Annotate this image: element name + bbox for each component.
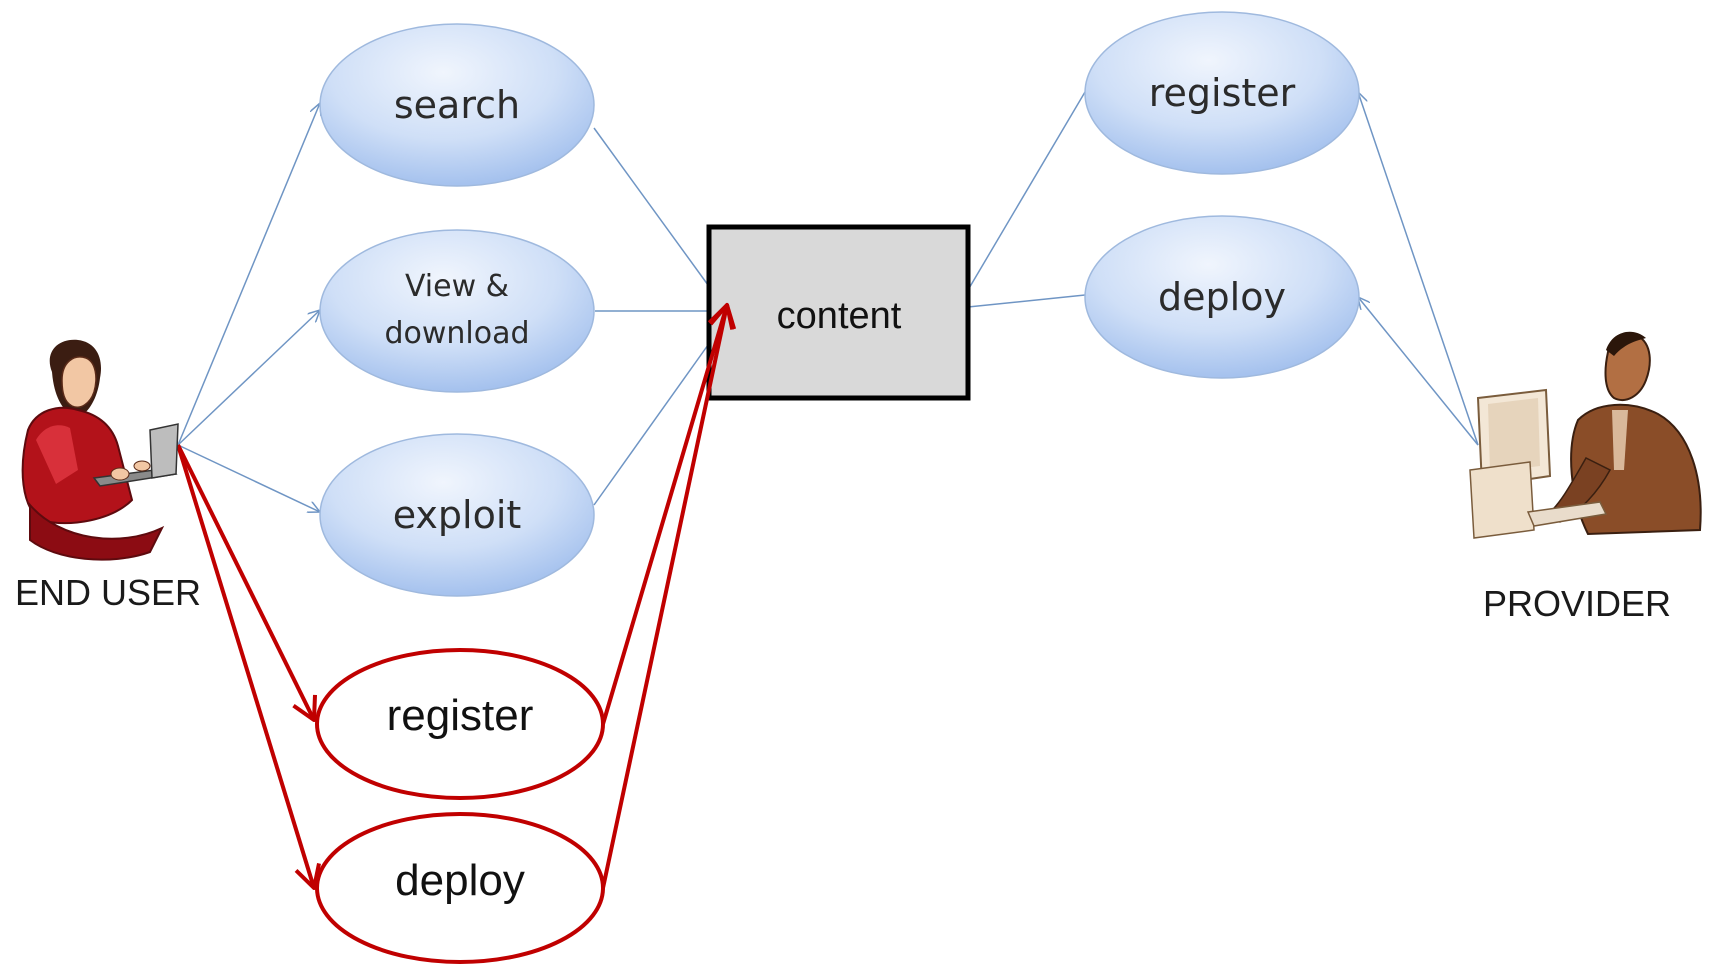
use-case-provider-register-label: register bbox=[1149, 71, 1296, 115]
connector-provider-register bbox=[1358, 92, 1479, 446]
connector-user-exploit bbox=[177, 444, 320, 512]
use-case-exploit[interactable]: exploit bbox=[319, 433, 595, 597]
use-case-user-deploy[interactable]: deploy bbox=[315, 812, 605, 964]
red-connector-deploy-content bbox=[601, 303, 737, 889]
use-case-provider-register[interactable]: register bbox=[1084, 11, 1360, 175]
end-user-connectors bbox=[177, 103, 709, 512]
red-connector-user-deploy bbox=[176, 444, 321, 890]
connector-provider-deploy bbox=[1358, 297, 1479, 446]
connector-user-view bbox=[177, 310, 320, 446]
connector-search-content bbox=[593, 127, 709, 286]
use-case-user-deploy-label: deploy bbox=[395, 856, 525, 905]
connector-exploit-content bbox=[593, 344, 709, 506]
use-case-provider-deploy[interactable]: deploy bbox=[1084, 215, 1360, 379]
use-case-search-label: search bbox=[394, 83, 520, 127]
use-case-user-register-label: register bbox=[387, 691, 534, 740]
use-case-provider-deploy-label: deploy bbox=[1158, 275, 1286, 319]
use-case-view-label-line2: download bbox=[384, 316, 529, 351]
connector-content-register bbox=[967, 91, 1086, 291]
use-case-search[interactable]: search bbox=[319, 23, 595, 187]
content-box[interactable]: content bbox=[706, 224, 971, 401]
red-connector-register-content bbox=[601, 303, 735, 725]
provider-connectors bbox=[967, 91, 1479, 446]
red-connectors bbox=[176, 303, 737, 890]
use-case-user-register[interactable]: register bbox=[315, 648, 605, 800]
connector-deploy-content bbox=[967, 294, 1086, 308]
provider-label: PROVIDER bbox=[1483, 583, 1671, 624]
connector-user-search bbox=[177, 103, 320, 446]
use-case-view-label-line1: View & bbox=[405, 269, 509, 304]
end-user-figure-icon[interactable] bbox=[21, 339, 179, 561]
provider-figure-icon[interactable] bbox=[1469, 331, 1702, 539]
end-user-label: END USER bbox=[15, 572, 201, 613]
red-connector-user-register bbox=[176, 444, 318, 722]
use-case-view-download[interactable]: View & download bbox=[319, 229, 595, 393]
content-box-label: content bbox=[777, 295, 902, 337]
use-case-exploit-label: exploit bbox=[393, 493, 522, 537]
